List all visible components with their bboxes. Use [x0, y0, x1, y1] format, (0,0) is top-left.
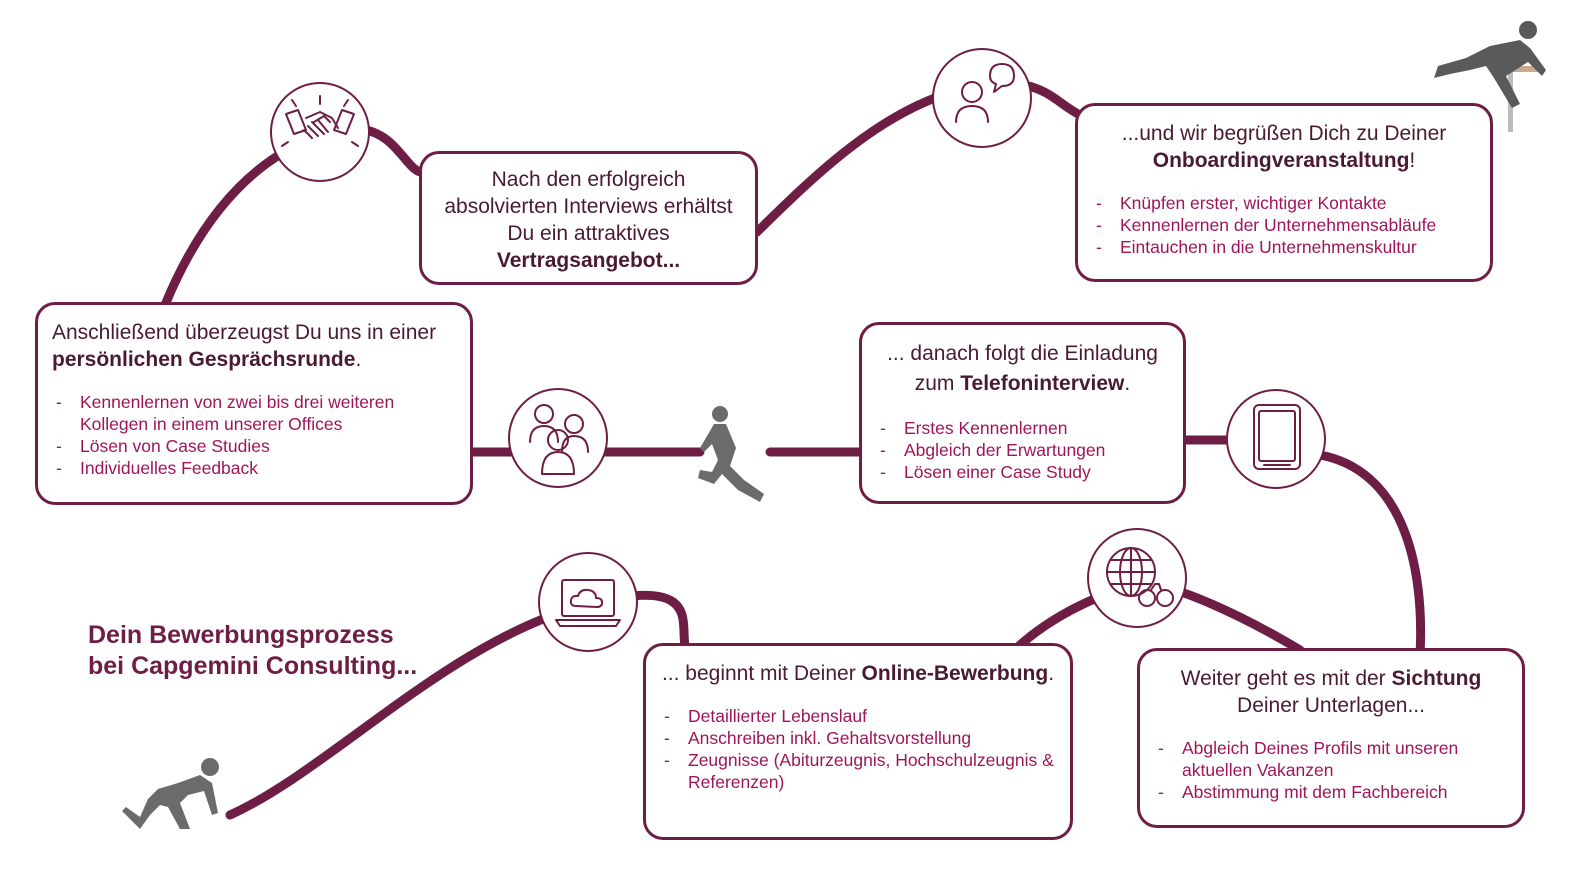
- step-onboarding-lead: ...und wir begrüßen Dich zu Deiner Onboa…: [1092, 120, 1476, 174]
- step-sichtung-bullets: Abgleich Deines Profils mit unseren aktu…: [1154, 737, 1508, 803]
- step-gespraech-lead: Anschließend überzeugst Du uns in einer …: [52, 319, 456, 373]
- step-vertrag-lead-bold: Vertragsangebot...: [496, 249, 681, 272]
- step-gespraech-lead-bold: persönlichen Gesprächsrunde: [52, 348, 356, 371]
- step-online-lead-bold: Online-Bewerbung: [861, 662, 1049, 685]
- crouching-runner-figure: [122, 758, 219, 829]
- laptop-cloud-icon: [538, 552, 638, 652]
- list-item: Eintauchen in die Unternehmenskultur: [1092, 236, 1476, 258]
- path-vertrag-to-onboarding: [752, 78, 1085, 237]
- step-gespraechsrunde: Anschließend überzeugst Du uns in einer …: [35, 302, 473, 505]
- step-sichtung-lead-text: Weiter geht es mit der: [1180, 667, 1392, 690]
- person-speech-icon: [932, 48, 1032, 148]
- step-gespraech-lead-text: Anschließend überzeugst Du uns in einer: [52, 321, 437, 344]
- step-sichtung-lead-end: Deiner Unterlagen...: [1237, 694, 1425, 717]
- step-online-lead-text: ... beginnt mit Deiner: [661, 662, 862, 685]
- hurdler-figure: [1434, 21, 1546, 132]
- list-item: Abgleich der Erwartungen: [876, 439, 1169, 461]
- list-item: Kennenlernen von zwei bis drei weiteren …: [52, 391, 456, 435]
- page-title: Dein Bewerbungsprozess bei Capgemini Con…: [88, 620, 417, 682]
- running-figure: [698, 406, 764, 502]
- list-item: Lösen von Case Studies: [52, 435, 456, 457]
- step-onboarding-lead-end: !: [1409, 149, 1416, 172]
- tablet-icon: [1226, 389, 1326, 489]
- step-gespraech-lead-end: .: [355, 348, 362, 371]
- step-sichtung-lead-bold: Sichtung: [1391, 667, 1482, 690]
- list-item: Abgleich Deines Profils mit unseren aktu…: [1154, 737, 1508, 781]
- list-item: Anschreiben inkl. Gehaltsvorstellung: [660, 727, 1056, 749]
- step-telefon-lead-end: .: [1124, 372, 1131, 395]
- title-line-1: Dein Bewerbungsprozess: [88, 621, 394, 649]
- globe-binoculars-icon: [1087, 528, 1187, 628]
- step-onboarding-bullets: Knüpfen erster, wichtiger Kontakte Kenne…: [1092, 192, 1476, 258]
- list-item: Lösen einer Case Study: [876, 461, 1169, 483]
- step-gespraech-bullets: Kennenlernen von zwei bis drei weiteren …: [52, 391, 456, 479]
- step-vertragsangebot: Nach den erfolgreich absolvierten Interv…: [419, 151, 758, 285]
- step-sichtung: Weiter geht es mit der Sichtung Deiner U…: [1137, 648, 1525, 828]
- list-item: Knüpfen erster, wichtiger Kontakte: [1092, 192, 1476, 214]
- step-online-bullets: Detaillierter Lebenslauf Anschreiben ink…: [660, 705, 1056, 793]
- step-telefon-lead-bold: Telefoninterview: [960, 372, 1125, 395]
- group-icon: [508, 388, 608, 488]
- list-item: Zeugnisse (Abiturzeugnis, Hochschulzeugn…: [660, 749, 1056, 793]
- list-item: Individuelles Feedback: [52, 457, 456, 479]
- list-item: Detaillierter Lebenslauf: [660, 705, 1056, 727]
- list-item: Erstes Kennenlernen: [876, 417, 1169, 439]
- step-onboarding-lead-bold: Onboardingveranstaltung: [1152, 149, 1410, 172]
- step-online-lead: ... beginnt mit Deiner Online-Bewerbung.: [660, 660, 1056, 687]
- step-online-lead-end: .: [1048, 662, 1055, 685]
- handshake-icon: [270, 82, 370, 182]
- step-telefon-lead: ... danach folgt die Einladung zum Telef…: [876, 339, 1169, 399]
- step-sichtung-lead: Weiter geht es mit der Sichtung Deiner U…: [1154, 665, 1508, 719]
- step-vertrag-lead-text: Nach den erfolgreich absolvierten Interv…: [444, 168, 733, 245]
- list-item: Abstimmung mit dem Fachbereich: [1154, 781, 1508, 803]
- title-line-2: bei Capgemini Consulting...: [88, 652, 418, 680]
- list-item: Kennenlernen der Unternehmensabläufe: [1092, 214, 1476, 236]
- step-telefon-bullets: Erstes Kennenlernen Abgleich der Erwartu…: [876, 417, 1169, 483]
- step-onboarding: ...und wir begrüßen Dich zu Deiner Onboa…: [1075, 103, 1493, 282]
- step-telefon-lead-text: ... danach folgt die Einladung zum: [887, 342, 1158, 395]
- step-vertrag-lead: Nach den erfolgreich absolvierten Interv…: [436, 166, 741, 274]
- step-online-application: ... beginnt mit Deiner Online-Bewerbung.…: [643, 643, 1073, 840]
- step-onboarding-lead-text: ...und wir begrüßen Dich zu Deiner: [1121, 122, 1447, 145]
- step-telefoninterview: ... danach folgt die Einladung zum Telef…: [859, 322, 1186, 504]
